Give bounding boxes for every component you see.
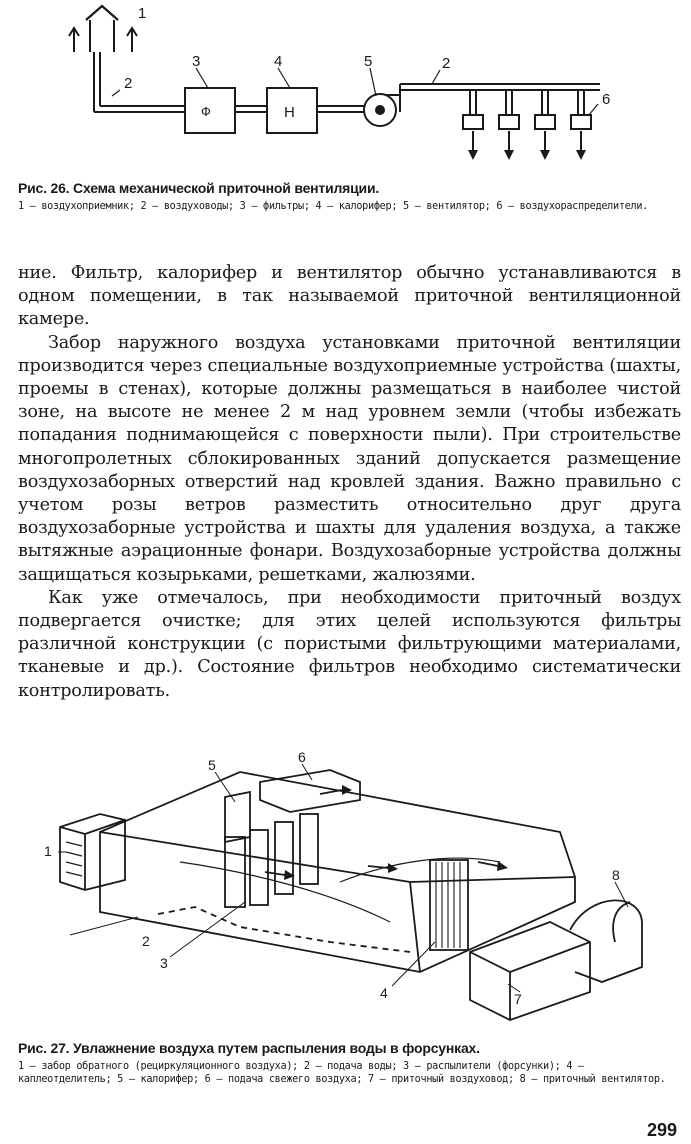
- figure-26-legend: 1 — воздухоприемник; 2 — воздуховоды; 3 …: [18, 201, 649, 212]
- ventilation-schematic: 1 2 3 4 5 2 6 Ф Н: [68, 4, 610, 160]
- fig2-label-4: 4: [380, 985, 388, 1001]
- fig2-label-6: 6: [298, 749, 306, 765]
- fig2-label-1: 1: [44, 843, 52, 859]
- filter-box-label: Ф: [201, 104, 211, 119]
- figure-26-caption: Рис. 26. Схема механической приточной ве…: [18, 180, 678, 213]
- page-number: 299: [646, 1120, 677, 1140]
- fig2-label-7: 7: [514, 991, 522, 1007]
- fig1-label-1: 1: [138, 5, 146, 22]
- fig2-label-2: 2: [142, 933, 150, 949]
- figure-26-title: Рис. 26. Схема механической приточной ве…: [18, 180, 380, 196]
- figure-27-title: Рис. 27. Увлажнение воздуха путем распыл…: [18, 1040, 480, 1056]
- fig2-label-3: 3: [160, 955, 168, 971]
- heater-box-label: Н: [284, 104, 295, 121]
- fig1-label-5: 5: [364, 53, 372, 70]
- fig1-label-4: 4: [274, 53, 282, 70]
- fig1-label-6: 6: [602, 91, 610, 108]
- humidifier-diagram: 1 2 3 4 5 6 7 8: [44, 749, 643, 1021]
- body-text: ние. Фильтр, калорифер и вентилятор обыч…: [18, 262, 681, 703]
- fig1-label-3: 3: [192, 53, 200, 70]
- paragraph-2: Забор наружного воздуха установками прит…: [18, 332, 681, 585]
- fig1-label-2b: 2: [442, 55, 450, 72]
- paragraph-3: Как уже отмечалось, при необходимости пр…: [18, 587, 681, 701]
- fig2-label-8: 8: [612, 867, 620, 883]
- figure-27-legend: 1 — забор обратного (рециркуляционного в…: [18, 1061, 666, 1085]
- figure-27-caption: Рис. 27. Увлажнение воздуха путем распыл…: [18, 1040, 681, 1086]
- fig2-label-5: 5: [208, 757, 216, 773]
- fig1-label-2: 2: [124, 75, 132, 92]
- paragraph-1: ние. Фильтр, калорифер и вентилятор обыч…: [18, 263, 681, 330]
